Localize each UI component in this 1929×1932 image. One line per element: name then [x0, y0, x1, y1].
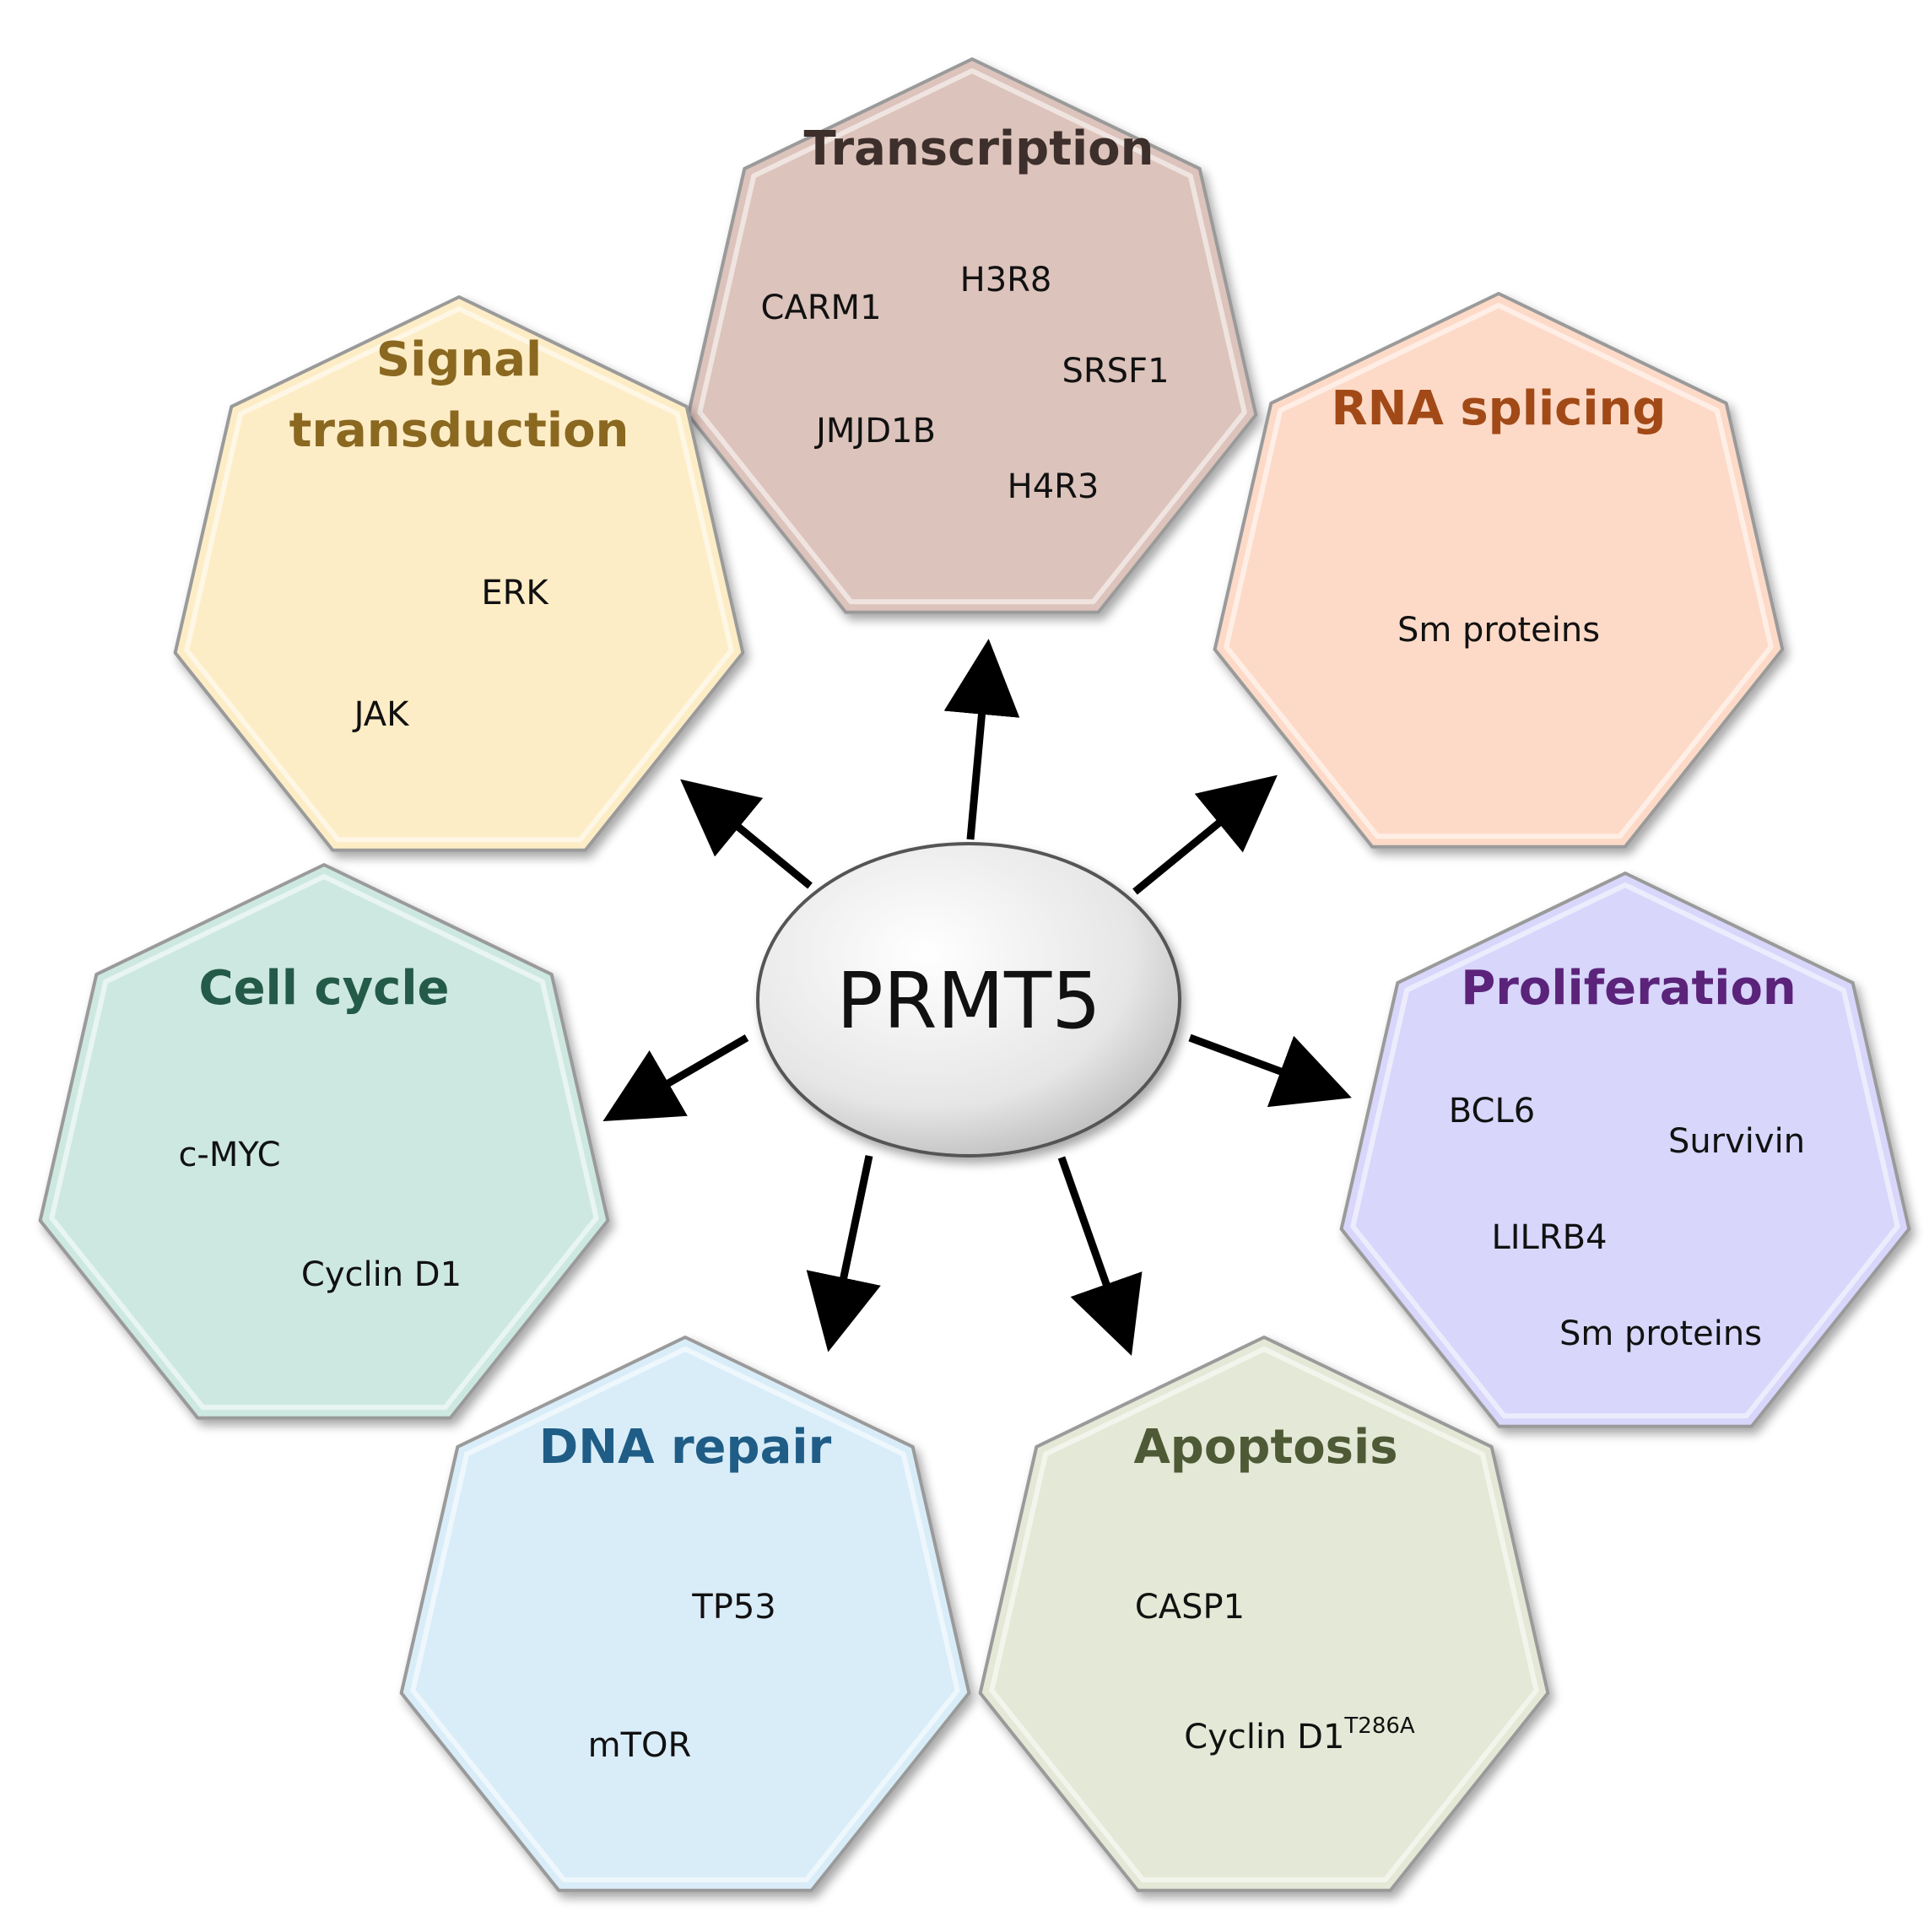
- module-transcription-bevel: [697, 68, 1247, 605]
- module-cell-cycle-bevel: [49, 874, 599, 1411]
- module-apoptosis-bevel: [989, 1346, 1539, 1883]
- protein-label: CARM1: [760, 289, 881, 327]
- arrow: [602, 1034, 749, 1122]
- module-title: Proliferation: [1461, 961, 1797, 1016]
- hub-ellipse: [756, 842, 1181, 1158]
- module-proliferation-heptagon: [1339, 872, 1911, 1428]
- protein-label: mTOR: [588, 1726, 692, 1765]
- protein-label: LILRB4: [1491, 1218, 1607, 1257]
- module-title: Cell cycle: [198, 961, 449, 1016]
- module-cell-cycle-heptagon: [38, 863, 610, 1420]
- protein-label: TP53: [691, 1588, 775, 1627]
- protein-label: H4R3: [1008, 467, 1100, 506]
- protein-label: JMJD1B: [813, 412, 936, 451]
- protein-label: CASP1: [1135, 1588, 1245, 1627]
- arrow: [943, 639, 1020, 840]
- module-title: RNA splicing: [1332, 381, 1667, 436]
- module-title: Transcription: [803, 121, 1154, 176]
- protein-label: JAK: [352, 695, 410, 734]
- protein-label: H3R8: [960, 261, 1052, 300]
- module-title: Apoptosis: [1133, 1420, 1397, 1475]
- arrow: [1132, 774, 1278, 895]
- module-dna-repair-bevel: [410, 1346, 960, 1883]
- protein-label: Sm proteins: [1397, 611, 1600, 650]
- module-rna-splicing: RNA splicing Sm proteins: [1213, 292, 1785, 849]
- arrow: [1057, 1156, 1143, 1356]
- module-apoptosis-heptagon: [978, 1336, 1550, 1892]
- module-dna-repair-heptagon: [399, 1336, 971, 1892]
- protein-label: BCL6: [1449, 1092, 1535, 1131]
- protein-label: c-MYC: [178, 1136, 280, 1174]
- protein-label: SRSF1: [1062, 352, 1169, 391]
- module-rna-splicing-bevel: [1224, 303, 1774, 839]
- protein-label: Cyclin D1: [301, 1255, 462, 1294]
- module-title: DNA repair: [539, 1420, 832, 1475]
- module-title: transduction: [289, 403, 629, 458]
- protein-label: Sm proteins: [1559, 1314, 1762, 1353]
- arrow: [806, 1155, 881, 1352]
- arrow: [1188, 1033, 1352, 1108]
- arrow: [680, 779, 813, 889]
- module-title: Signal: [376, 332, 542, 387]
- module-signal-transduction-bevel: [184, 306, 734, 843]
- protein-label: ERK: [481, 574, 549, 613]
- module-rna-splicing-heptagon: [1213, 292, 1785, 849]
- module-signal-transduction-heptagon: [173, 295, 745, 852]
- module-transcription-heptagon: [686, 57, 1258, 614]
- module-cell-cycle: Cell cycle c-MYC Cyclin D1: [38, 863, 610, 1420]
- module-proliferation-bevel: [1350, 882, 1900, 1419]
- hub-label: PRMT5: [836, 956, 1101, 1046]
- protein-label: Survivin: [1668, 1122, 1805, 1161]
